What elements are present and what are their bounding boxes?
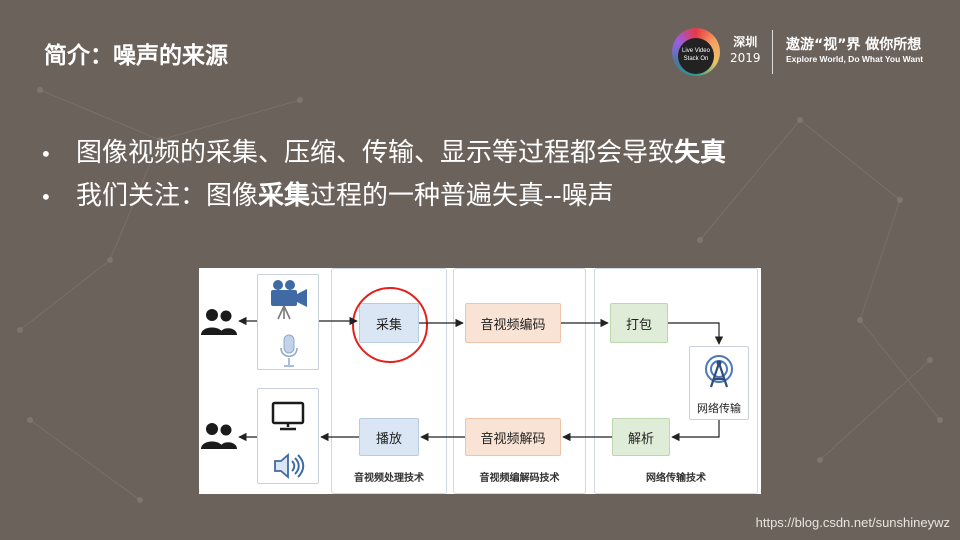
bullet-dot: •: [40, 185, 52, 209]
parse-box: 解析: [612, 418, 670, 456]
logo-slogan-en: Explore World, Do What You Want: [786, 54, 924, 64]
signal-tower-icon: [705, 355, 733, 388]
logo-city: 深圳: [733, 35, 758, 49]
logo-slogan-cn: 遨游“视”界 做你所想: [786, 37, 922, 53]
flow-arrows: [238, 316, 724, 442]
bullet-item: • 图像视频的采集、压缩、传输、显示等过程都会导致失真: [40, 132, 726, 175]
event-logo: Live Video Stack On 深圳 2019 遨游“视”界 做你所想 …: [672, 24, 942, 80]
speaker-icon: [274, 453, 305, 479]
play-box: 播放: [359, 418, 419, 456]
bullet-item: • 我们关注：图像采集过程的一种普遍失真--噪声: [40, 175, 726, 218]
users-icon: [201, 309, 237, 335]
monitor-icon: [271, 401, 305, 431]
pack-box: 打包: [610, 303, 668, 343]
bullet-dot: •: [40, 142, 52, 166]
bullet-text: 图像视频的采集、压缩、传输、显示等过程都会导致: [76, 138, 675, 168]
logo-divider: [772, 30, 773, 74]
logo-city-year: 深圳 2019: [730, 34, 761, 66]
bullet-text: 过程的一种普遍失真--噪声: [310, 181, 614, 211]
logo-badge-line1: Live Video: [682, 48, 710, 54]
pipeline-diagram: 音视频处理技术 音视频编解码技术 网络传输技术 采集 音视频编码 打包 网络传输…: [199, 268, 761, 494]
bullet-text: 我们关注：图像: [76, 181, 259, 211]
bullet-emphasis: 采集: [258, 181, 311, 211]
panel-caption: 网络传输技术: [646, 473, 706, 484]
panel-caption: 音视频处理技术: [354, 473, 424, 484]
slide-title: 简介：噪声的来源: [44, 43, 228, 69]
microphone-icon: [280, 334, 298, 367]
logo-badge: Live Video Stack On: [672, 28, 720, 76]
logo-badge-line2: Stack On: [683, 56, 709, 62]
panel-caption: 音视频编解码技术: [479, 473, 560, 484]
tower-label: 网络传输: [697, 402, 741, 415]
logo-year: 2019: [730, 51, 761, 65]
bullet-list: • 图像视频的采集、压缩、传输、显示等过程都会导致失真 • 我们关注：图像采集过程的…: [40, 132, 726, 218]
users-icon: [201, 423, 237, 449]
decode-box: 音视频解码: [465, 418, 561, 456]
watermark: https://blog.csdn.net/sunshineywz: [755, 515, 950, 530]
encode-box: 音视频编码: [465, 303, 561, 343]
video-camera-icon: [271, 280, 307, 320]
bullet-emphasis: 失真: [674, 138, 727, 168]
